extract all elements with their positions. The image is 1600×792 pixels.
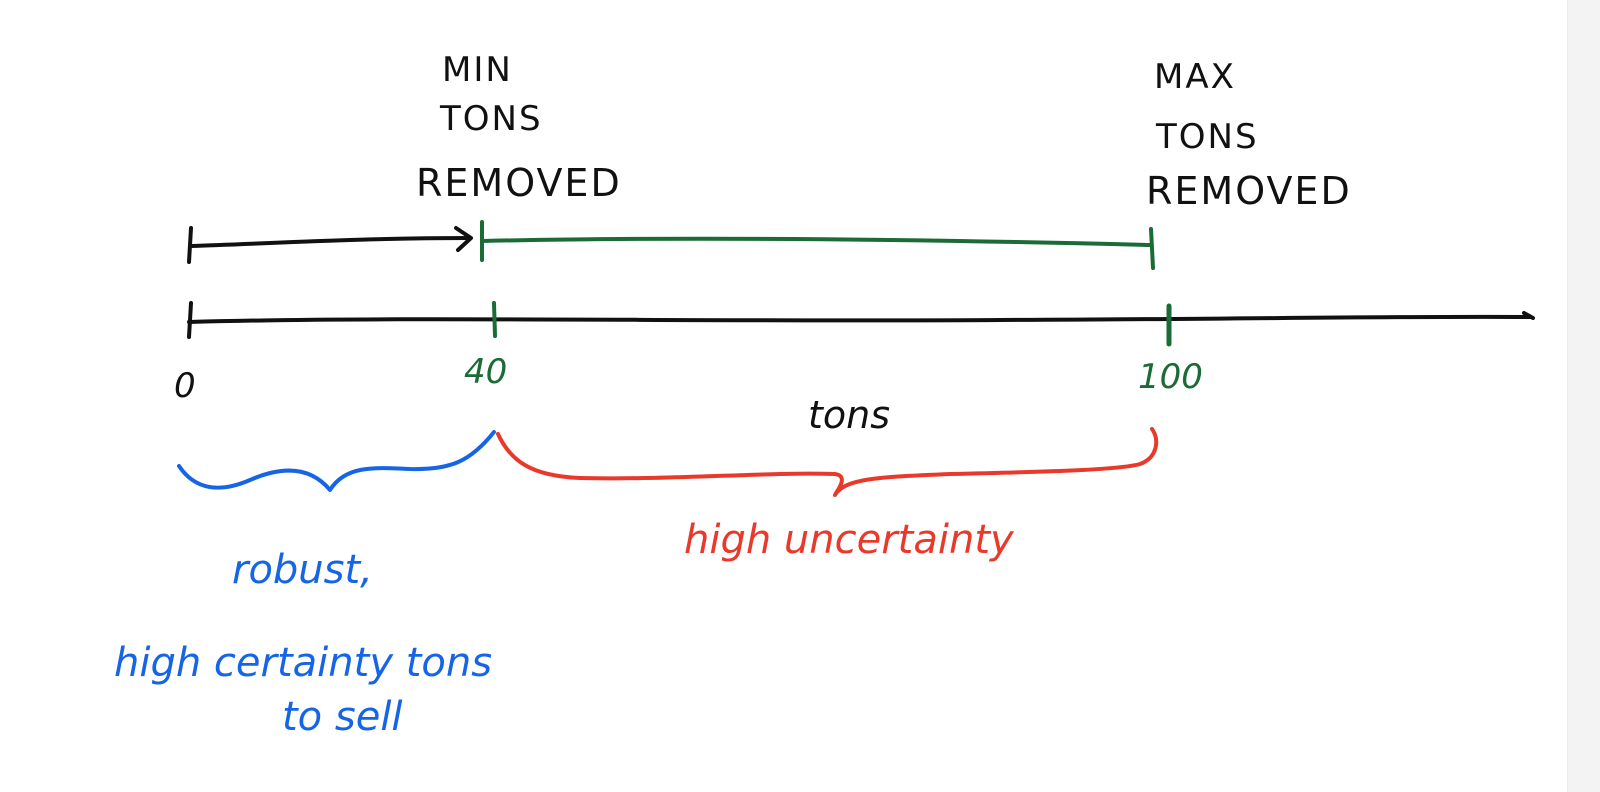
axis-end-mark bbox=[1522, 311, 1535, 320]
tons-axis-line bbox=[187, 314, 1532, 324]
uncertainty-range-bar bbox=[480, 236, 1152, 247]
baseline-arrow-shaft bbox=[189, 236, 472, 248]
max-label-line1: MAX bbox=[1154, 57, 1236, 97]
robust-label-line1: robust, bbox=[232, 547, 373, 593]
max-label-line2: TONS bbox=[1155, 117, 1259, 157]
uncertainty-brace bbox=[496, 427, 1159, 497]
min-label-line3: REMOVED bbox=[416, 161, 622, 205]
min-label-line1: MIN bbox=[442, 50, 513, 90]
scrollbar-strip[interactable] bbox=[1567, 0, 1600, 792]
axis-unit-label: tons bbox=[808, 393, 890, 437]
tick-label-min: 40 bbox=[464, 352, 507, 392]
high-uncertainty-label: high uncertainty bbox=[684, 517, 1015, 563]
max-label-line3: REMOVED bbox=[1146, 169, 1352, 213]
robust-label-line2: high certainty tons bbox=[114, 640, 492, 686]
robust-label-line3: to sell bbox=[282, 694, 403, 740]
baseline-arrow-head bbox=[454, 226, 473, 252]
axis-40-tick bbox=[492, 301, 497, 338]
max-range-tick bbox=[1149, 227, 1155, 270]
tick-label-max: 100 bbox=[1138, 357, 1203, 397]
axis-zero-tick bbox=[187, 301, 193, 339]
tick-label-zero: 0 bbox=[174, 366, 196, 406]
min-label-line2: TONS bbox=[439, 99, 543, 139]
robust-brace bbox=[177, 430, 496, 492]
